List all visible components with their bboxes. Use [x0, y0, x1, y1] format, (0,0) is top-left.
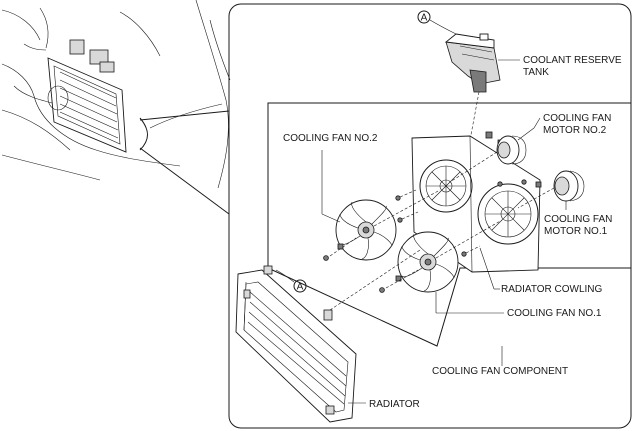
cooling-fan-motor-no2: [449, 135, 527, 183]
radiator-cap: [263, 265, 273, 275]
label-cooling-fan-component: COOLING FAN COMPONENT: [432, 366, 568, 377]
inset-highlight-bracket: [139, 117, 148, 151]
label-coolant-reserve-tank-2: TANK: [523, 67, 549, 78]
radiator: [235, 249, 421, 423]
label-coolant-reserve-tank-1: COOLANT RESERVE: [523, 55, 622, 66]
label-cooling-fan-motor-no2-2: MOTOR NO.2: [543, 125, 607, 136]
label-cooling-fan-motor-no1-2: MOTOR NO.1: [544, 226, 608, 237]
magnify-line-bottom: [139, 147, 230, 215]
leader-cooling-fan-no2-b: [321, 213, 341, 223]
label-cooling-fan-no1: COOLING FAN NO.1: [507, 308, 602, 319]
marker-top: A: [417, 10, 457, 35]
label-cooling-fan-no2: COOLING FAN NO.2: [283, 133, 378, 144]
leader-radiator-cowling: [479, 247, 495, 290]
leader-cooling-fan-motor-no2: [517, 127, 535, 141]
marker-radiator: A: [275, 269, 307, 293]
cooling-fan-motor-no1: [517, 170, 585, 209]
svg-text:A: A: [297, 282, 304, 293]
leader-cooling-fan-motor-no2-b: [533, 117, 541, 129]
magnify-line-top: [139, 110, 230, 121]
inset-reserve-tank: [69, 39, 85, 55]
cooling-fan-no1: [397, 219, 503, 293]
label-radiator: RADIATOR: [369, 399, 420, 410]
svg-text:A: A: [421, 13, 428, 24]
label-radiator-cowling: RADIATOR COWLING: [501, 284, 603, 295]
cooling-fan-no2: [335, 189, 441, 261]
label-cooling-fan-motor-no1-1: COOLING FAN: [544, 214, 612, 225]
fasteners: [323, 179, 527, 293]
vehicle-location-inset: [1, 0, 231, 189]
coolant-reserve-tank: [444, 33, 501, 141]
inset-radiator: [47, 39, 127, 153]
label-cooling-fan-motor-no2-1: COOLING FAN: [543, 113, 611, 124]
